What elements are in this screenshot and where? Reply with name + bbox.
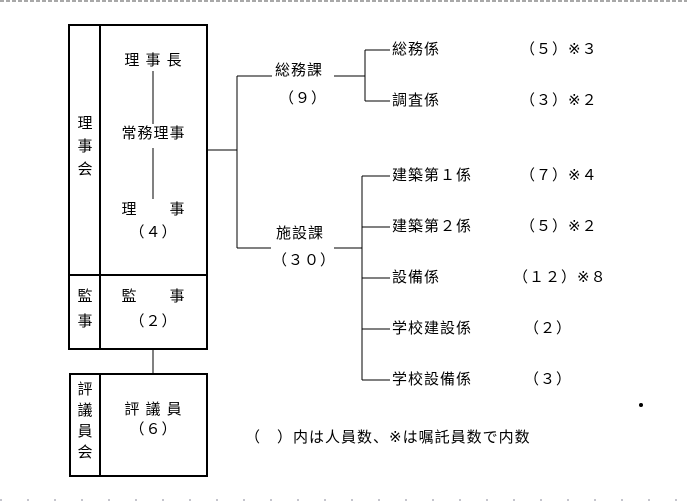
section-count: （１２）※８ <box>513 269 607 286</box>
division-general-affairs-count: （９） <box>279 90 328 107</box>
managing-director-label: 常務理事 <box>121 125 186 142</box>
director-count: （４） <box>129 224 178 241</box>
chairman-label: 理 事 長 <box>124 52 183 69</box>
legend-note: （ ）内は人員数、※は嘱託員数で内数 <box>245 429 531 446</box>
division-facilities-label: 施設課 <box>276 225 325 242</box>
auditor-column-label: 監事 <box>77 288 93 330</box>
section-label: 調査係 <box>392 92 441 109</box>
section-label: 建築第２係 <box>392 218 473 235</box>
auditor-label: 監 事 <box>121 288 186 305</box>
stray-dot-mark <box>639 403 643 407</box>
section-count: （３） <box>524 371 573 388</box>
section-count: （５）※３ <box>520 41 598 58</box>
council-column-label: 評議員会 <box>77 381 93 461</box>
section-label: 建築第１係 <box>392 167 473 184</box>
section-label: 学校建設係 <box>392 320 473 337</box>
section-count: （７）※４ <box>520 167 598 184</box>
section-count: （２） <box>524 320 573 337</box>
council-count: （６） <box>129 421 178 438</box>
section-label: 学校設備係 <box>392 371 473 388</box>
division-general-affairs-label: 総務課 <box>275 62 324 79</box>
council-label: 評 議 員 <box>124 401 183 418</box>
board-column-label: 理事会 <box>77 115 93 178</box>
section-count: （５）※２ <box>520 218 598 235</box>
page-border-bottom-dashed <box>0 499 687 501</box>
section-label: 総務係 <box>392 41 441 58</box>
division-facilities-count: （３０） <box>272 252 337 269</box>
auditor-count: （２） <box>129 313 178 330</box>
section-label: 設備係 <box>392 269 441 286</box>
director-label: 理 事 <box>121 201 186 218</box>
page-border-top-dashed <box>0 0 687 2</box>
section-count: （３）※２ <box>520 92 598 109</box>
